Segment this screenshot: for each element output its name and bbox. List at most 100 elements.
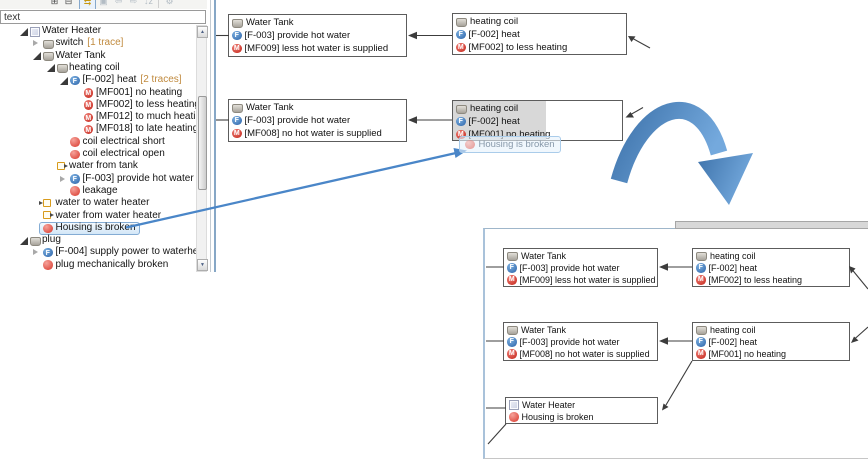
- function-icon: F: [232, 30, 242, 41]
- node-title-row[interactable]: Water Tank: [504, 250, 657, 262]
- node-title-row[interactable]: heating coil: [693, 324, 849, 336]
- node-malfunction-row[interactable]: M[MF008] no hot water is supplied: [504, 348, 657, 360]
- nav-back-icon[interactable]: ⇦: [114, 0, 123, 6]
- node-title-row[interactable]: Water Heater: [506, 399, 657, 411]
- tree-item-water-from-water-heater[interactable]: water from water heater: [0, 210, 196, 222]
- node-function-row[interactable]: F[F-002] heat: [693, 262, 849, 274]
- node-malfunction-row[interactable]: M[MF002] to less heating: [693, 274, 849, 286]
- tree-item-water-heater[interactable]: Water Heater: [0, 25, 196, 37]
- tree-item-water-from-tank[interactable]: water from tank: [0, 160, 196, 172]
- collapse-arrow-icon[interactable]: [60, 76, 68, 85]
- tree-item-plug[interactable]: plug: [0, 234, 196, 246]
- node-function-row[interactable]: F[F-002] heat: [453, 115, 622, 128]
- malfunction-icon: M: [456, 42, 466, 53]
- expand-arrow-icon[interactable]: [60, 175, 65, 182]
- node-title-row[interactable]: Water Tank: [229, 101, 406, 114]
- node-malfunction-row[interactable]: M[MF008] no hot water is supplied: [229, 127, 406, 140]
- scroll-up-icon[interactable]: ▲: [197, 26, 208, 38]
- node-title-row[interactable]: heating coil: [453, 102, 622, 115]
- tree-item-coil-electrical-open[interactable]: coil electrical open: [0, 148, 196, 160]
- node-function-row[interactable]: F[F-003] provide hot water: [504, 336, 657, 348]
- collapse-arrow-icon[interactable]: [19, 236, 28, 245]
- tree-item-label: plug mechanically broken: [55, 258, 169, 270]
- failure-icon: [465, 139, 475, 150]
- tree-item-housing-is-broken[interactable]: Housing is broken: [0, 221, 196, 235]
- node-row-label: [MF008] no hot water is supplied: [244, 128, 382, 139]
- scrollbar-thumb[interactable]: [198, 96, 207, 190]
- expand-all-icon[interactable]: ⊞: [50, 0, 59, 6]
- component-icon: [29, 236, 41, 246]
- node-function-row[interactable]: F[F-003] provide hot water: [504, 262, 657, 274]
- tree-item-mf002-to-less-heating[interactable]: M[MF002] to less heating: [0, 99, 196, 111]
- component-icon: [507, 326, 518, 335]
- node-malfunction-row[interactable]: M[MF002] to less heating: [453, 41, 626, 54]
- node-title-row[interactable]: heating coil: [693, 250, 849, 262]
- tree-item-water-to-water-heater[interactable]: water to water heater: [0, 197, 196, 209]
- tree-item-mf018-to-late-heating[interactable]: M[MF018] to late heating: [0, 123, 196, 135]
- sort-icon[interactable]: ↓z: [144, 0, 153, 6]
- node-function-row[interactable]: F[F-003] provide hot water: [229, 29, 406, 42]
- tree-filter-input[interactable]: [0, 10, 206, 24]
- settings-icon[interactable]: ⚙: [165, 0, 174, 6]
- expand-arrow-icon[interactable]: [33, 40, 38, 47]
- node-function-row[interactable]: F[F-002] heat: [453, 28, 626, 41]
- heater-icon: [29, 26, 40, 37]
- collapse-arrow-icon[interactable]: [19, 27, 28, 36]
- tree-item-water-tank[interactable]: Water Tank: [0, 50, 196, 62]
- tree-item-heating-coil[interactable]: heating coil: [0, 62, 196, 74]
- link-with-editor-icon[interactable]: ⇆: [79, 0, 96, 9]
- tree-item-plug-mechanically-broken[interactable]: plug mechanically broken: [0, 259, 196, 271]
- show-details-icon[interactable]: ▣: [99, 0, 108, 6]
- tree-item-leakage[interactable]: leakage: [0, 185, 196, 197]
- node-title-row[interactable]: heating coil: [453, 15, 626, 28]
- node-malfunction-row[interactable]: M[MF009] less hot water is supplied: [504, 274, 657, 286]
- node-function-row[interactable]: F[F-003] provide hot water: [229, 114, 406, 127]
- tree-item-mf001-no-heating[interactable]: M[MF001] no heating: [0, 87, 196, 99]
- tree-item-mf012-to-much-heating[interactable]: M[MF012] to much heating: [0, 111, 196, 123]
- node-malfunction-row[interactable]: M[MF001] no heating: [453, 128, 622, 141]
- failure-icon: [70, 186, 80, 196]
- node-title: heating coil: [470, 103, 519, 114]
- component-icon: [507, 252, 518, 261]
- expand-arrow-icon[interactable]: [33, 249, 38, 256]
- collapse-arrow-icon[interactable]: [46, 64, 55, 73]
- node-title-row[interactable]: Water Tank: [229, 16, 406, 29]
- collapse-all-icon[interactable]: ⊟: [64, 0, 73, 6]
- nav-forward-icon[interactable]: ⇨: [129, 0, 138, 6]
- failure-icon: [43, 223, 53, 234]
- panel-divider-highlight[interactable]: [213, 0, 216, 272]
- tree-scrollbar[interactable]: ▲ ▼: [196, 25, 208, 272]
- tree-item-label: Water Heater: [42, 25, 102, 36]
- node-malfunction-row[interactable]: M[MF001] no heating: [693, 348, 849, 360]
- node-function-row[interactable]: F[F-002] heat: [693, 336, 849, 348]
- node-row-label: [MF009] less hot water is supplied: [244, 43, 389, 54]
- tree-item-f-003-provide-hot-water[interactable]: F[F-003] provide hot water: [0, 173, 196, 185]
- tree-item-switch[interactable]: switch[1 trace]: [0, 37, 196, 49]
- node-malfunction-row[interactable]: M[MF009] less hot water is supplied: [229, 42, 406, 55]
- tree-item-coil-electrical-short[interactable]: coil electrical short: [0, 136, 196, 148]
- node-failure-row[interactable]: Housing is broken: [506, 411, 657, 423]
- node-title: heating coil: [710, 325, 756, 335]
- component-icon: [696, 326, 707, 335]
- node-title: Water Tank: [246, 17, 294, 28]
- collapse-arrow-icon[interactable]: [33, 52, 41, 61]
- node-row-label: [F-003] provide hot water: [519, 263, 620, 273]
- tree-item-label: [F-002] heat[2 traces]: [82, 74, 182, 86]
- function-icon: F: [456, 116, 466, 127]
- node-title-row[interactable]: Water Tank: [504, 324, 657, 336]
- tree-selection[interactable]: Housing is broken: [39, 221, 140, 235]
- tree-item-f-002-heat[interactable]: F[F-002] heat[2 traces]: [0, 74, 196, 86]
- scroll-down-icon[interactable]: ▼: [197, 259, 208, 271]
- tree-toolbar: ⊞ ⊟ ⇆▣ ⇦ ⇨ ↓z ⚙: [0, 0, 207, 9]
